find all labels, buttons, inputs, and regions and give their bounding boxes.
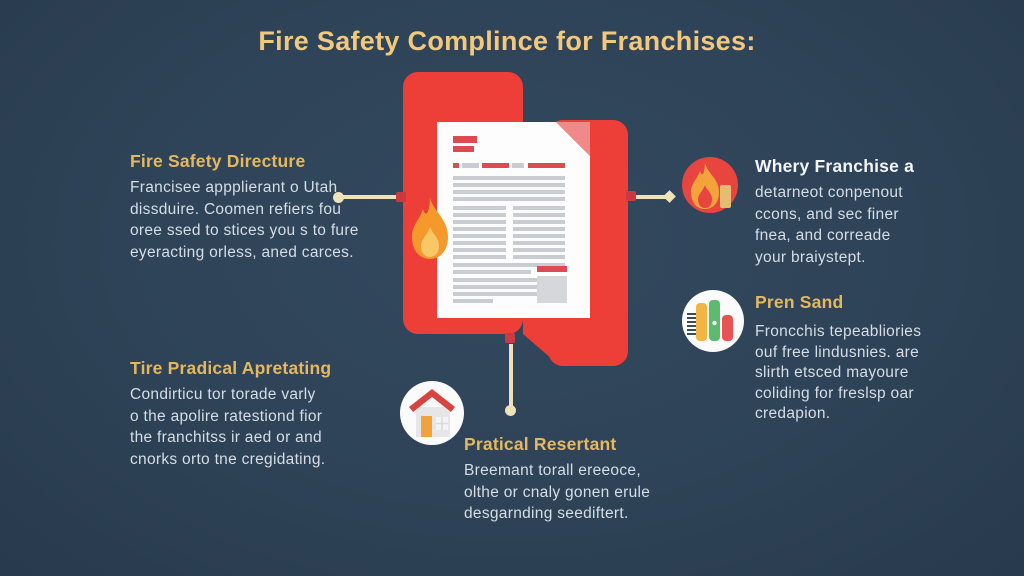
section-heading: Fire Safety Directure [130, 151, 306, 171]
section-pren-sand: Pren Sand Froncchis tepeabliories ouf fr… [755, 292, 921, 425]
section-body: Condirticu tor torade varly o the apolir… [130, 386, 326, 468]
left-connector-line [342, 195, 399, 199]
bottom-connector-dot [505, 405, 516, 416]
page-title: Fire Safety Complince for Franchises: [258, 26, 756, 56]
section-body: detarneot conpenout ccons, and sec finer… [755, 184, 903, 266]
right-connector-nub [626, 191, 636, 201]
bar-chart-icon [682, 290, 744, 352]
section-heading: Tire Pradical Apretating [130, 358, 332, 378]
section-pratical-resertant: Pratical Resertant Breemant torall ereeo… [464, 434, 650, 525]
left-connector-dot [333, 192, 344, 203]
document-content [437, 122, 590, 318]
left-connector-nub [396, 192, 406, 202]
bottom-connector-nub [505, 333, 515, 343]
section-body: Froncchis tepeabliories ouf free lindusn… [755, 323, 922, 422]
section-tire-pradical: Tire Pradical Apretating Condirticu tor … [130, 358, 331, 470]
section-heading: Whery Franchise a [755, 156, 915, 176]
right-connector-line [636, 195, 668, 199]
section-whery-franchise: Whery Franchise a detarneot conpenout cc… [755, 156, 914, 268]
house-icon [400, 381, 464, 445]
section-body: Breemant torall ereeoce, olthe or cnaly … [464, 462, 651, 522]
section-fire-safety-directure: Fire Safety Directure Francisee appplier… [130, 151, 359, 263]
section-heading: Pren Sand [755, 292, 844, 312]
section-body: Francisee appplierant o Utah dissduire. … [130, 179, 359, 261]
bottom-connector-line [509, 344, 513, 407]
section-heading: Pratical Resertant [464, 434, 617, 454]
flame-icon [682, 157, 738, 213]
